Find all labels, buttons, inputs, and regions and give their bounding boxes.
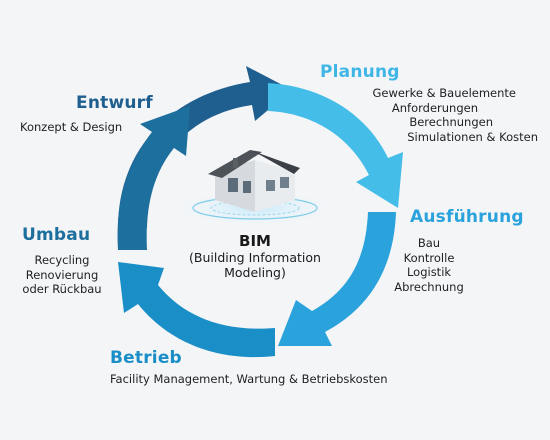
phase-item: Bau <box>417 236 441 250</box>
phase-item: Logistik <box>406 265 452 279</box>
phase-items-planung: Gewerke & Bauelemente Anforderungen Bere… <box>372 86 538 144</box>
phase-item: Simulationen & Kosten <box>407 129 538 144</box>
bim-subtitle-line: Modeling) <box>224 265 286 280</box>
phase-items-entwurf: Konzept & Design <box>20 120 122 135</box>
bim-title: BIM <box>239 232 271 250</box>
phase-item: oder Rückbau <box>22 282 102 296</box>
phase-items-ausfuehrung: Bau Kontrolle Logistik Abrechnung <box>386 236 472 294</box>
phase-title-planung: Planung <box>320 62 400 82</box>
phase-title-entwurf: Entwurf <box>76 93 153 113</box>
phase-item: Abrechnung <box>394 279 464 294</box>
phase-title-betrieb: Betrieb <box>110 348 182 368</box>
arrow-segment-planung <box>268 83 403 208</box>
arrow-segment-umbau <box>117 106 190 250</box>
arrow-segment-betrieb <box>118 262 275 358</box>
phase-items-umbau: Recycling Renovierung oder Rückbau <box>14 253 110 297</box>
phase-item: Berechnungen <box>409 115 493 129</box>
phase-item: Anforderungen <box>391 100 478 115</box>
phase-items-betrieb: Facility Management, Wartung & Betriebsk… <box>110 372 388 387</box>
phase-title-ausfuehrung: Ausführung <box>410 207 524 227</box>
phase-item: Konzept & Design <box>20 120 123 134</box>
arrow-segment-ausfuehrung <box>278 212 396 346</box>
bim-subtitle-line: (Building Information <box>189 250 321 265</box>
phase-title-umbau: Umbau <box>22 225 91 245</box>
phase-item: Renovierung <box>25 267 99 282</box>
phase-item: Recycling <box>34 253 90 267</box>
phase-item: Kontrolle <box>403 250 455 265</box>
phase-item: Facility Management, Wartung & Betriebsk… <box>110 372 388 386</box>
bim-subtitle: (Building Information Modeling) <box>165 250 345 280</box>
phase-item: Gewerke & Bauelemente <box>372 86 516 100</box>
house-icon <box>208 150 300 212</box>
